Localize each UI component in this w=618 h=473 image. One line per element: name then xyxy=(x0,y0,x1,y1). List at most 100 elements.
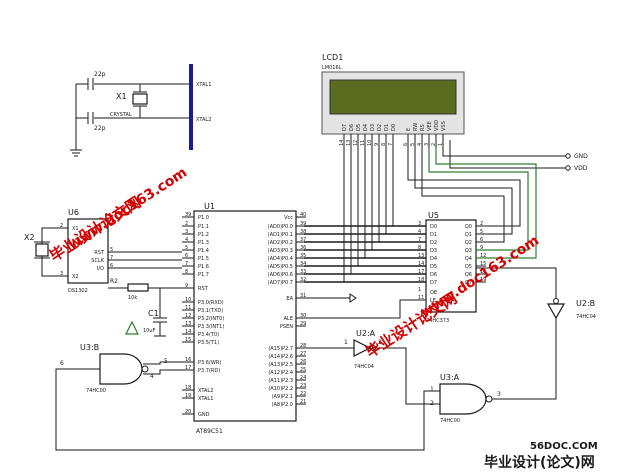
mcu-pin-label: P3.5(T1) xyxy=(198,340,219,346)
rtc-pin-number: 5 xyxy=(110,247,113,253)
lcd-pin-number: 4 xyxy=(417,143,423,146)
latch-pin-number: 19 xyxy=(480,277,486,283)
latch-ref: U5 xyxy=(428,211,439,220)
lcd-pin-number: 13 xyxy=(346,140,352,146)
mcu-pin-number: 19 xyxy=(185,393,191,399)
r2-ref: R2 xyxy=(110,278,118,285)
rtc-pin-label: SCLK xyxy=(91,258,104,264)
mcu-pin-number: 14 xyxy=(185,329,191,335)
vdd-terminal[interactable] xyxy=(565,165,571,171)
cap-bottom-label: 22p xyxy=(94,125,106,132)
rtc-ref: U6 xyxy=(68,208,79,217)
mcu-pin-label: ALE xyxy=(284,316,293,322)
mcu-pin-number: 9 xyxy=(185,283,188,289)
latch-pin-label: Q4 xyxy=(465,256,472,262)
lcd-ref: LCD1 xyxy=(322,53,343,62)
mcu-pin-label: (A13)P2.5 xyxy=(268,362,293,368)
u3a-out: 3 xyxy=(497,391,501,398)
latch-pin-label: Q6 xyxy=(465,272,472,278)
mcu-pin-label: (AD0)P0.0 xyxy=(268,224,293,230)
lcd-screen xyxy=(329,79,457,115)
lcd-pin-label: D4 xyxy=(363,124,369,131)
mcu-pin-label: (A8)P2.0 xyxy=(272,402,293,408)
latch-pin-label: Q0 xyxy=(465,224,472,230)
lcd-lm016l: LCD1 LM016L D714D613D512D411D310D29D18D0… xyxy=(321,53,465,148)
lcd-pin-label: VDD xyxy=(434,120,440,131)
u2a-in: 1 xyxy=(344,339,348,346)
reset-network: R2 10k C1 10uF xyxy=(108,278,182,337)
lcd-pin-label: D3 xyxy=(370,124,376,131)
mcu-pin-label: (A11)P2.3 xyxy=(268,378,293,384)
mcu-pin-number: 33 xyxy=(300,269,306,275)
mcu-pin-number: 18 xyxy=(185,385,191,391)
mcu-pin-label: P1.4 xyxy=(198,248,209,254)
latch-pin-number: 17 xyxy=(418,269,424,275)
u3a-part: 74HC00 xyxy=(440,418,460,424)
mcu-pin-number: 5 xyxy=(185,245,188,251)
lcd-pin-number: 1 xyxy=(438,143,444,146)
rtc-pin-number: 7 xyxy=(110,255,113,261)
mcu-pin-number: 7 xyxy=(185,261,188,267)
mcu-pin-label: (AD2)P0.2 xyxy=(268,240,293,246)
watermark-url-1: www.doc163.com xyxy=(65,165,190,254)
latch-pin-number: 2 xyxy=(480,221,483,227)
mcu-pin-label: Vcc xyxy=(284,215,293,221)
mcu-pin-label: RST xyxy=(198,286,209,292)
mcu-pin-number: 36 xyxy=(300,245,306,251)
lcd-pin-number: 3 xyxy=(424,143,430,146)
mcu-pin-label: PSEN xyxy=(280,324,293,330)
gnd-terminal[interactable] xyxy=(565,153,571,159)
mcu-pin-number: 35 xyxy=(300,253,306,259)
mcu-pin-label: P1.2 xyxy=(198,232,209,238)
latch-pin-label: D2 xyxy=(430,240,437,246)
mcu-pin-number: 15 xyxy=(185,337,191,343)
lcd-model: LM016L xyxy=(322,65,342,71)
vdd-label: VDD xyxy=(574,165,588,172)
latch-pin-label: Q3 xyxy=(465,248,472,254)
lcd-pin-number: 5 xyxy=(410,143,416,146)
mcu-pin-number: 10 xyxy=(185,297,191,303)
mcu-pin-label: (A12)P2.4 xyxy=(268,370,293,376)
mcu-pin-number: 25 xyxy=(300,367,306,373)
mcu-ref: U1 xyxy=(204,202,215,211)
latch-pin-label: Q2 xyxy=(465,240,472,246)
mcu-pin-number: 20 xyxy=(185,409,191,415)
xtal1-net: XTAL1 xyxy=(196,82,211,88)
mcu-pin-label: (AD1)P0.1 xyxy=(268,232,293,238)
mcu-pin-number: 37 xyxy=(300,237,306,243)
u2b-ref: U2:B xyxy=(576,299,595,308)
lcd-pin-number: 7 xyxy=(388,143,394,146)
u3a-in1: 1 xyxy=(430,386,434,393)
lcd-pin-number: 10 xyxy=(367,140,373,146)
latch-pin-label: Q1 xyxy=(465,232,472,238)
latch-pin-number: 13 xyxy=(418,253,424,259)
xtal-bus-bar xyxy=(189,64,193,150)
lcd-pin-label: D6 xyxy=(349,124,355,131)
wires xyxy=(55,148,557,451)
mcu-pin-label: P3.0(RXD) xyxy=(198,300,224,306)
u3b-in2: 4 xyxy=(150,373,154,380)
resistor-r2 xyxy=(127,283,149,292)
latch-pin-label: LE xyxy=(430,298,436,304)
rtc-crystal-ref: X2 xyxy=(24,233,35,242)
r2-value: 10k xyxy=(128,295,137,301)
mcu-pin-number: 16 xyxy=(185,357,191,363)
mcu-pin-number: 21 xyxy=(300,399,306,405)
latch-pin-number: 9 xyxy=(480,245,483,251)
mcu-pin-label: P1.6 xyxy=(198,264,209,270)
u2b-part: 74HC04 xyxy=(576,314,596,320)
xtal2-net: XTAL2 xyxy=(196,117,211,123)
mcu-pin-number: 6 xyxy=(185,253,188,259)
rtc-pin-number: 2 xyxy=(60,223,63,229)
mcu-pin-label: P1.7 xyxy=(198,272,209,278)
latch-pin-label: D3 xyxy=(430,248,437,254)
mcu-pin-label: (AD5)P0.5 xyxy=(268,264,293,270)
mcu-pin-label: P3.1(TXD) xyxy=(198,308,223,314)
latch-pin-number: 8 xyxy=(418,245,421,251)
gate-u3a-nand: U3:A 74HC00 1 2 3 xyxy=(430,373,501,424)
mcu-pin-label: (A9)P2.1 xyxy=(272,394,293,400)
lcd-pin-label: D5 xyxy=(356,124,362,131)
